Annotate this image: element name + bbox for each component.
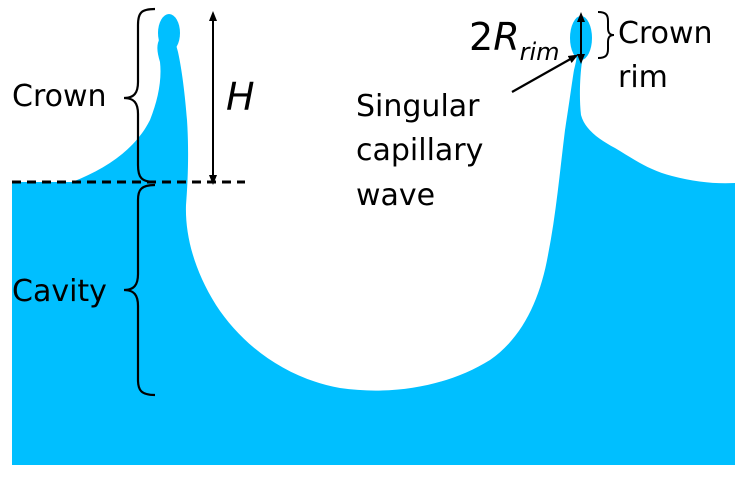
crown-droplet <box>158 14 180 52</box>
wave-label-line1: Singular <box>356 89 480 124</box>
rim-radius-symbol: R <box>493 15 519 59</box>
crown-label: Crown <box>12 79 107 114</box>
height-label: H <box>226 75 255 119</box>
cavity-label: Cavity <box>12 274 107 309</box>
rim-radius-prefix: 2 <box>469 15 493 59</box>
wave-label-line3: wave <box>356 178 435 213</box>
rim-radius-label: 2Rrim <box>469 15 560 66</box>
crown-rim-label-line2: rim <box>618 60 668 95</box>
crown-rim-brace <box>598 12 614 58</box>
crown-rim-label-line1: Crown <box>618 16 713 51</box>
rim-radius-subscript: rim <box>520 38 560 66</box>
wave-label-line2: capillary <box>356 133 483 168</box>
